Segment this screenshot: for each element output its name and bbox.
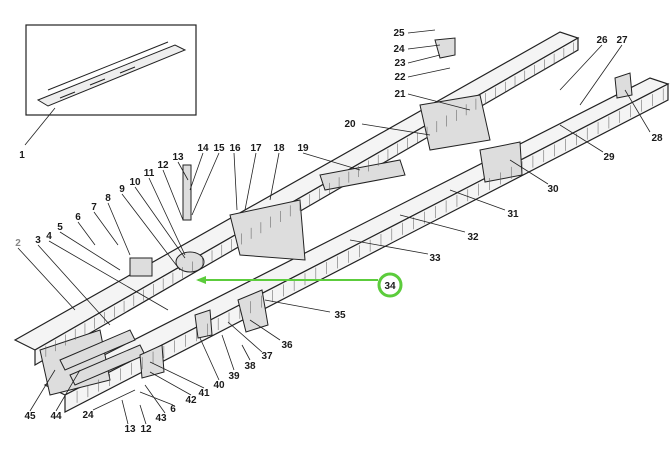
callout-4: 4	[46, 231, 52, 242]
callout-32: 32	[467, 232, 479, 243]
callout-10: 10	[129, 177, 141, 188]
callout-37: 37	[261, 351, 273, 362]
callout-3: 3	[35, 235, 41, 246]
cross-members	[39, 37, 633, 396]
callout-40: 40	[213, 380, 225, 391]
callout-16: 16	[229, 143, 241, 154]
leader-lines	[17, 29, 651, 425]
inset-overview	[24, 24, 197, 146]
callout-15: 15	[213, 143, 225, 154]
callout-6: 6	[75, 212, 81, 223]
callout-27: 27	[616, 35, 628, 46]
highlight-callout-34[interactable]	[196, 272, 403, 298]
callout-30: 30	[547, 184, 559, 195]
callout-23: 23	[394, 58, 406, 69]
callout-19: 19	[297, 143, 309, 154]
callout-45: 45	[24, 411, 36, 422]
callout-24: 24	[393, 44, 405, 55]
callout-33: 33	[429, 253, 441, 264]
callout-29: 29	[603, 152, 615, 163]
callout-43: 43	[155, 413, 167, 424]
callout-13b: 13	[124, 424, 136, 435]
callout-5: 5	[57, 222, 63, 233]
callout-25: 25	[393, 28, 405, 39]
callout-35: 35	[334, 310, 346, 321]
callout-12b: 12	[140, 424, 152, 435]
callout-42: 42	[185, 395, 197, 406]
frame-rail-right	[43, 77, 670, 413]
callout-9: 9	[119, 184, 125, 195]
callout-26: 26	[596, 35, 608, 46]
callout-11: 11	[144, 168, 155, 179]
callout-18: 18	[273, 143, 285, 154]
callout-38: 38	[244, 361, 256, 372]
callout-17: 17	[250, 143, 262, 154]
callout-6b: 6	[170, 404, 176, 415]
callout-22: 22	[394, 72, 406, 83]
callout-39: 39	[228, 371, 240, 382]
callout-31: 31	[507, 209, 519, 220]
callout-1: 1	[19, 150, 25, 161]
callout-28: 28	[651, 133, 663, 144]
callout-36: 36	[281, 340, 293, 351]
callout-13: 13	[172, 152, 184, 163]
callout-20: 20	[344, 119, 356, 130]
callout-34[interactable]: 34	[384, 281, 396, 292]
callout-7: 7	[91, 202, 97, 213]
callout-44: 44	[50, 411, 62, 422]
callout-41: 41	[198, 388, 210, 399]
callout-2: 2	[15, 238, 21, 249]
callout-8: 8	[105, 193, 111, 204]
callout-21: 21	[394, 89, 406, 100]
callout-14: 14	[197, 143, 209, 154]
callout-24b: 24	[82, 410, 94, 421]
callout-12: 12	[157, 160, 169, 171]
callout-labels: 1 2 3 4 5 6 7 8 9 10 11 12 13 14 15 16 1…	[15, 28, 663, 435]
ribbing	[45, 42, 664, 403]
